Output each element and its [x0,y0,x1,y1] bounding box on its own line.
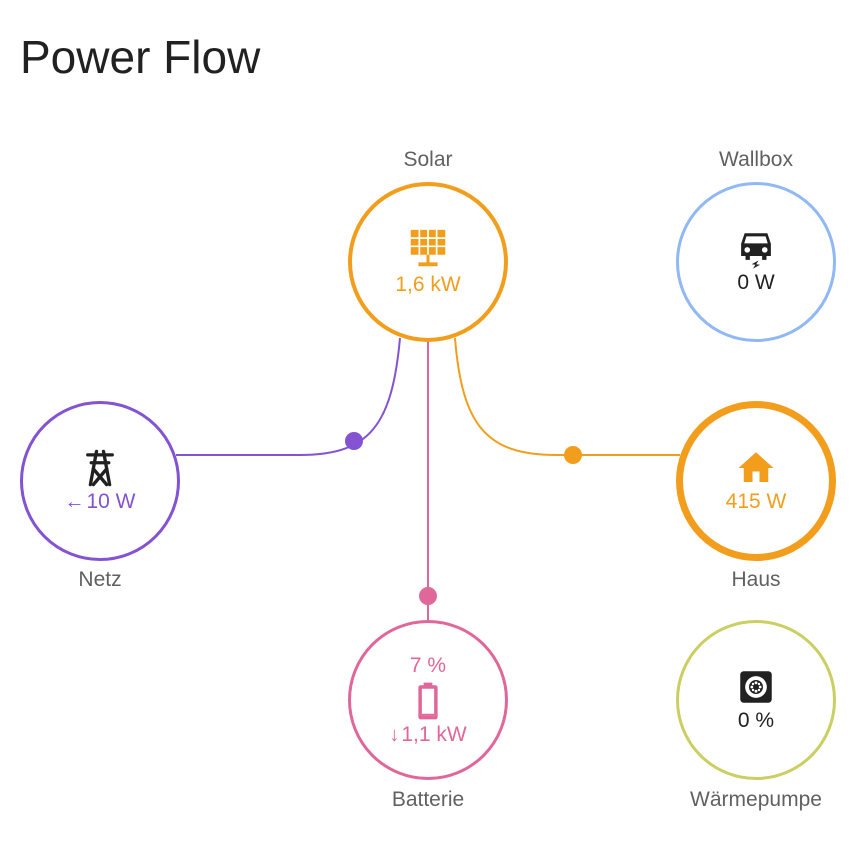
heatpump-label: Wärmepumpe [690,788,822,811]
wallbox-value: 0 W [737,271,775,295]
battery-icon [407,680,449,722]
washing-machine-icon [735,666,777,708]
flow-dot-solar-home [564,446,582,464]
flow-line-solar-home [454,337,680,456]
battery-value-row: ↓1,1 kW [389,722,466,747]
transmission-tower-icon [79,447,121,489]
battery-label: Batterie [391,788,465,811]
battery-direction-arrow-icon: ↓ [389,724,400,746]
grid-value: 10 W [86,490,136,514]
solar-value: 1,6 kW [395,273,461,297]
flow-line-solar-grid [176,337,401,456]
flow-dot-solar-battery [419,587,437,605]
home-value: 415 W [725,490,787,514]
ev-charger-icon [735,228,777,270]
grid-direction-arrow-icon: ← [64,491,85,514]
battery-soc: 7 % [409,653,447,677]
wallbox-label: Wallbox [719,148,793,171]
solar-node[interactable]: 1,6 kW [348,182,508,342]
home-label: Haus [731,568,781,591]
flow-dot-solar-grid [345,432,363,450]
solar-label: Solar [403,148,453,171]
wallbox-node[interactable]: 0 W [676,182,836,342]
battery-value: 1,1 kW [401,723,467,746]
battery-node[interactable]: 7 % ↓1,1 kW [348,620,508,780]
grid-value-row: ←10 W [64,489,135,514]
page-title: Power Flow [20,31,261,83]
solar-panel-icon [405,226,451,272]
home-icon [735,447,777,489]
heatpump-value: 0 % [737,709,775,733]
grid-node[interactable]: ←10 W [20,401,180,561]
heatpump-node[interactable]: 0 % [676,620,836,780]
grid-label: Netz [78,568,122,591]
home-node[interactable]: 415 W [676,401,836,561]
